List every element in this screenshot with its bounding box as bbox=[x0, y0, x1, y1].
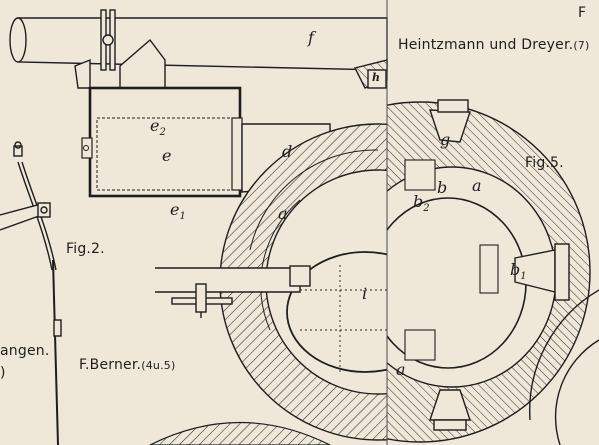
credit-berner-name: F.Berner. bbox=[79, 357, 142, 373]
furnace-right bbox=[387, 99, 591, 443]
base-hatch-left bbox=[149, 421, 331, 445]
label-a-bottom: a bbox=[396, 360, 406, 379]
label-e2-sub: 2 bbox=[159, 127, 166, 138]
fig5-caption: Fig.5. bbox=[525, 155, 564, 171]
label-h: h bbox=[372, 71, 380, 84]
right-circle-edge bbox=[529, 289, 599, 445]
label-e1-sub: 1 bbox=[179, 211, 186, 222]
label-a-left: a bbox=[278, 204, 288, 223]
fig2-fragment bbox=[0, 141, 62, 445]
box-e bbox=[81, 86, 243, 198]
label-g: g bbox=[440, 130, 451, 149]
left-fragment-paren: ) bbox=[0, 365, 6, 381]
credit-heintzmann-name: Heintzmann und Dreyer. bbox=[398, 37, 574, 53]
label-i: i bbox=[362, 284, 368, 303]
label-d: d bbox=[282, 142, 293, 161]
label-b1-letter: b bbox=[510, 260, 521, 279]
fig2-caption: Fig.2. bbox=[66, 241, 105, 257]
label-b2: b2 bbox=[413, 194, 430, 214]
label-b-top: b bbox=[437, 178, 448, 197]
pipe-f bbox=[9, 9, 388, 89]
label-b2-letter: b bbox=[413, 192, 424, 211]
label-e1-letter: e bbox=[170, 200, 180, 219]
credit-berner: F.Berner.(4u.5) bbox=[79, 358, 175, 372]
left-fragment-word: angen. bbox=[0, 343, 50, 359]
label-e: e bbox=[162, 146, 172, 165]
credit-heintzmann: Heintzmann und Dreyer.(7) bbox=[398, 38, 590, 52]
label-b1: b1 bbox=[510, 262, 527, 282]
label-b2-sub: 2 bbox=[423, 203, 430, 214]
label-b1-sub: 1 bbox=[520, 271, 527, 282]
top-right-fragment: F bbox=[578, 5, 587, 21]
credit-heintzmann-number: (7) bbox=[573, 39, 590, 52]
label-f: f bbox=[308, 28, 314, 47]
label-e2: e2 bbox=[150, 118, 166, 138]
label-e1: e1 bbox=[170, 202, 186, 222]
furnace-left bbox=[155, 123, 387, 441]
label-a-right: a bbox=[472, 176, 482, 195]
credit-berner-number: (4u.5) bbox=[141, 359, 176, 372]
label-e2-letter: e bbox=[150, 116, 160, 135]
